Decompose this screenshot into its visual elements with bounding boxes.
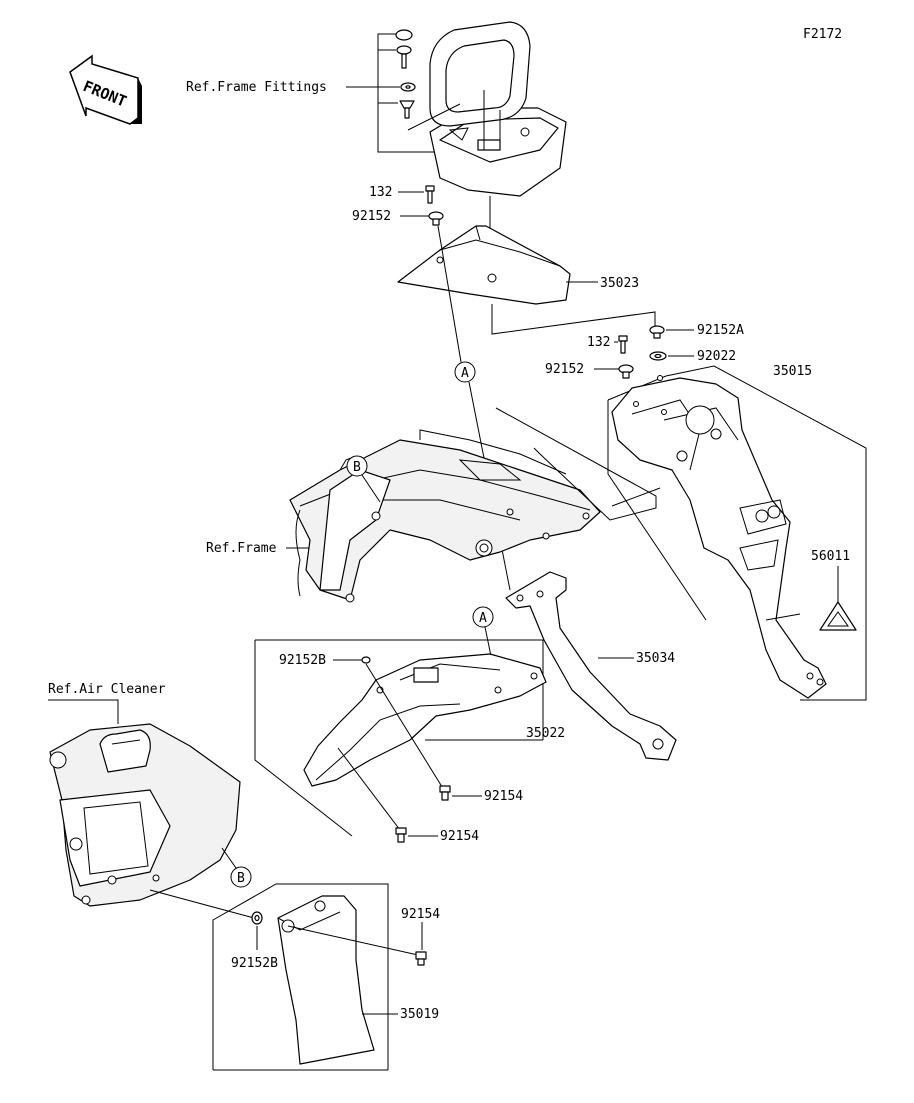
frame-to-tail-lines	[495, 407, 657, 521]
part-132-mid-label: 132	[587, 335, 610, 350]
bolt-line-92154-b	[337, 747, 401, 831]
part-56011-label: 56011	[811, 549, 850, 564]
svg-text:B: B	[237, 871, 245, 886]
bolt-132-mid-icon	[618, 335, 628, 354]
grommet-92152a-icon	[649, 325, 665, 339]
part-35022-label: 35022	[526, 726, 565, 741]
warning-label-56011-icon	[819, 601, 857, 631]
callout-a-upper: A	[454, 361, 476, 383]
frame-fittings-leader	[346, 33, 440, 153]
part-132-upper-label: 132	[369, 185, 392, 200]
grommet-92152-upper-icon	[428, 211, 444, 226]
svg-text:B: B	[353, 460, 361, 475]
part-92154-c-label: 92154	[401, 907, 440, 922]
frame-to-tail-line2	[611, 487, 661, 507]
ref-frame-fittings-label: Ref.Frame Fittings	[186, 80, 327, 95]
svg-text:A: A	[479, 611, 487, 626]
bolt-132-upper-icon	[425, 185, 435, 204]
air-cleaner-ref	[49, 723, 241, 907]
part-92152b-lower-label: 92152B	[231, 956, 278, 971]
mud-flap-35019	[277, 895, 375, 1065]
part-35022-bracket-left	[254, 640, 353, 837]
part-35015-label: 35015	[773, 364, 812, 379]
part-35019-label: 35019	[400, 1007, 439, 1022]
svg-text:A: A	[461, 366, 469, 381]
grommet-92152b-upper-icon	[361, 656, 371, 664]
callout-b-upper: B	[346, 455, 368, 477]
bolt-line-92154-c	[287, 925, 419, 956]
part-92152b-upper-label: 92152B	[279, 653, 326, 668]
cover-35023	[397, 225, 571, 305]
inner-fender-35022	[303, 653, 547, 787]
ref-frame-label: Ref.Frame	[206, 541, 277, 556]
stay-35034	[505, 571, 677, 761]
part-92154-a-label: 92154	[484, 789, 523, 804]
callout-b-lower: B	[230, 866, 252, 888]
part-35019-bracket	[212, 883, 389, 1070]
seat-cowl-assembly	[407, 21, 567, 197]
bolt-92154-b-icon	[395, 827, 407, 843]
cover-to-tail-line	[491, 304, 656, 335]
frame-ref	[289, 429, 601, 603]
part-35015-bracket	[665, 365, 867, 701]
callout-b-lower-leader	[221, 847, 237, 869]
callout-a-lower: A	[472, 606, 494, 628]
callout-b-upper-leader	[361, 474, 381, 503]
bolt-92154-c-icon	[415, 951, 427, 966]
bolt-line-a-upper	[437, 225, 462, 363]
air-cleaner-to-grommet-line	[149, 889, 255, 919]
part-35022-bracket-top	[255, 639, 544, 740]
tail-housing-35015	[611, 375, 827, 699]
washer-92022-icon	[649, 351, 667, 361]
bolt-line-92154-a	[365, 663, 445, 791]
grommet-92152b-lower-icon	[251, 911, 263, 925]
part-92152-upper-label: 92152	[352, 209, 391, 224]
ref-air-cleaner-leader	[48, 699, 119, 724]
grommet-92152-mid-icon	[618, 364, 634, 379]
part-35023-label: 35023	[600, 276, 639, 291]
part-92022-label: 92022	[697, 349, 736, 364]
bolt-92154-a-icon	[439, 785, 451, 801]
part-35034-label: 35034	[636, 651, 675, 666]
part-35015-bracket-left	[607, 400, 707, 621]
ref-air-cleaner-label: Ref.Air Cleaner	[48, 682, 166, 697]
figure-code: F2172	[803, 27, 842, 42]
part-92154-b-label: 92154	[440, 829, 479, 844]
front-arrow-icon: FRONT	[69, 54, 142, 125]
frame-fitting-parts	[395, 29, 416, 119]
part-92152-mid-label: 92152	[545, 362, 584, 377]
part-92152a-label: 92152A	[697, 323, 744, 338]
